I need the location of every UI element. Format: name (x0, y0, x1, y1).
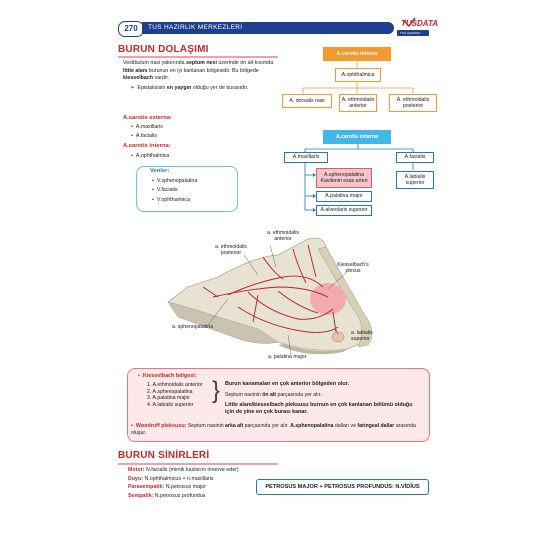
logo-subtext: TUS HAZIRLIK MERKEZLERİ (400, 31, 421, 39)
section-title-dolasim: BURUN DOLAŞIMI (118, 44, 209, 55)
ext-item: • A.facialis (131, 133, 158, 139)
ethmoidalis-ant-box: A. ethmoidalis anterior (339, 94, 377, 112)
woodruff-text: • Woodruff pleksusu: Septum nasinin arka… (131, 423, 416, 436)
tusdata-logo: TUSDATA TUS HAZIRLIK MERKEZLERİ (395, 16, 438, 39)
veins-box (136, 166, 238, 212)
header-title: TUS HAZIRLIK MERKEZLERİ (148, 24, 243, 31)
section-underline (118, 56, 278, 58)
maxillaris-box: A.maxillaris (284, 152, 328, 163)
ethmoidalis-post-box: A. ethmoidalis posterior (389, 94, 437, 112)
header-bar (142, 22, 394, 34)
sphenopalatina-label: A.sphenopalatina (323, 171, 365, 178)
nasal-septum-anatomy-image (167, 237, 373, 356)
epistaxis-note: ➢ Epistaksisin en yaygın olduğu yer de b… (130, 85, 249, 91)
kiesselbach-fact-2: Septum nasinin ön alt parçasında yer alı… (225, 392, 322, 398)
section-title-sinirler: BURUN SİNİRLERİ (118, 450, 210, 461)
palatina-major-box: A.palatina major (316, 191, 372, 202)
label-labialis: a. labialis superior (351, 330, 373, 342)
ext-title: A.carotis externa: (123, 115, 172, 121)
carotis-interna-box: A.carotis interna (323, 47, 391, 61)
int-title: A.carotis interna: (123, 143, 171, 149)
veins-title: Venler: (150, 168, 170, 174)
page-number: 270 (118, 21, 144, 37)
interna-connectors (302, 61, 414, 94)
kiesselbach-fact-3: Little alanı/kiesselbach pleksusu burnun… (225, 402, 413, 415)
labialis-box: A.labialis superior (396, 171, 434, 189)
label-eth-ant: a. ethmoidalis anterior (266, 230, 299, 242)
section-underline (118, 463, 278, 465)
dorsalis-nasi-box: A. dorsalis nasi (282, 94, 332, 108)
facialis-box: A.facialis (396, 152, 434, 163)
ophthalmica-box: A.ophthalmica (335, 68, 381, 82)
kiesselbach-list: 1. A.ethmoidalis anterior 2. A.sphenopal… (147, 382, 203, 408)
int-item: • A.ophthalmica (131, 153, 170, 159)
kiesselbach-fact-1: Burun kanamaları en çok anterior bölgede… (225, 381, 350, 387)
vein-item: • V.ophthalmica (152, 197, 190, 203)
carotis-externa-box: A.carotis externa (323, 130, 391, 144)
nerve-row: Motor: N.facialis (mimik kaslarını inner… (128, 467, 239, 473)
externa-connectors (304, 144, 414, 212)
kiesselbach-title: • Kiesselbach bölgesi: (138, 373, 197, 379)
arrow-icon: ➢ (130, 85, 135, 91)
nerve-row: Parasempatik: N.petrosus major (128, 484, 207, 490)
brace-icon: } (212, 377, 221, 404)
alveolaris-box: A.alveolaris superior (316, 205, 372, 216)
nerves-list: Motor: N.facialis (mimik kaslarını inner… (128, 466, 288, 500)
vidius-box: PETROSUS MAJOR + PETROSUS PROFUNDUS: N.V… (256, 479, 429, 495)
logo-text: TUSDATA (401, 19, 439, 28)
nerve-row: Duyu: N.ophthalmicus + n.maxillaris (128, 475, 214, 482)
intro-paragraph: Vestibulum nasi yakınında septum nesi üz… (123, 60, 274, 81)
kiesselbach-info-box (127, 368, 430, 442)
label-kiesselbach: Kiesselbach's plexus (337, 262, 369, 274)
vein-item: • V.facialis (152, 187, 178, 193)
ext-item: • A.maxillaris (131, 124, 163, 130)
sphenopalatina-box: A.sphenopalatina Kavitenin esas arteri (316, 168, 372, 188)
vein-item: • V.sphenopalatina (152, 178, 198, 184)
sphenopalatina-note: Kavitenin esas arteri (320, 178, 368, 184)
label-sphenopalatina: a. sphenopalatina (172, 324, 213, 330)
nerve-row: Sempatik: N.petrosus profundus (128, 492, 206, 499)
label-eth-post: a. ethmoidalis posterior (214, 244, 247, 256)
label-palatina: a. palatina major (268, 354, 307, 360)
